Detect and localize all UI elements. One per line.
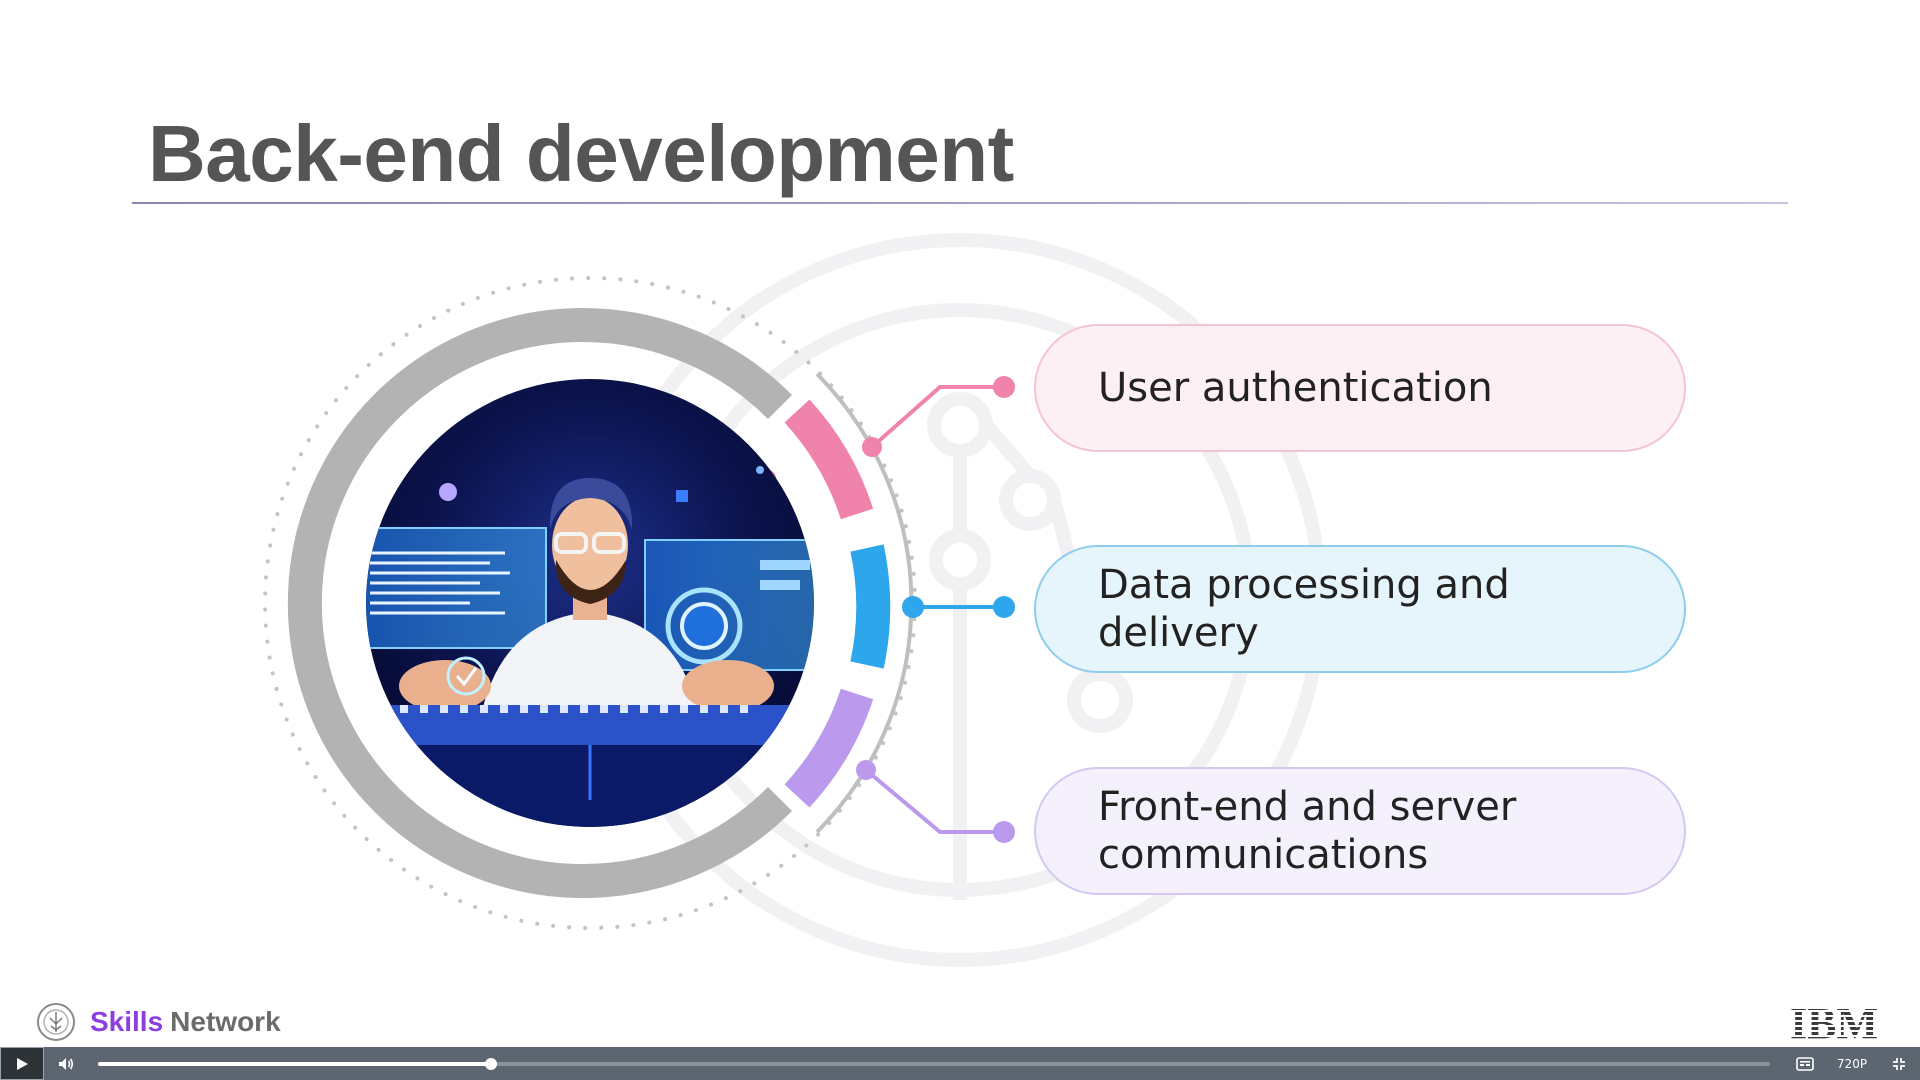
ibm-logo-text: IBM bbox=[1790, 1002, 1878, 1042]
item-user-authentication: User authentication bbox=[1034, 324, 1686, 452]
quality-selector[interactable]: 720P bbox=[1836, 1056, 1868, 1071]
developer-illustration bbox=[366, 379, 814, 827]
item-label: User authentication bbox=[1098, 365, 1493, 411]
segment-data bbox=[850, 544, 891, 669]
play-icon bbox=[17, 1057, 28, 1070]
connector-data bbox=[902, 596, 1015, 618]
progress-handle[interactable] bbox=[484, 1057, 497, 1070]
item-label: Front-end and server communications bbox=[1098, 784, 1517, 878]
progress-fill bbox=[98, 1061, 491, 1066]
item-data-processing: Data processing and delivery bbox=[1034, 545, 1686, 673]
ibm-logo: IBM bbox=[1790, 1002, 1878, 1042]
brand-skills: Skills bbox=[90, 1006, 164, 1037]
captions-icon bbox=[1796, 1056, 1814, 1071]
segment-auth bbox=[784, 399, 874, 520]
skills-network-logo-icon bbox=[37, 1003, 75, 1041]
item-label: Data processing and delivery bbox=[1098, 562, 1510, 656]
brand-network: Network bbox=[170, 1006, 281, 1037]
video-player-controls: 720P bbox=[0, 1047, 1920, 1080]
fullscreen-button[interactable] bbox=[1882, 1047, 1916, 1080]
volume-button[interactable] bbox=[44, 1047, 88, 1080]
exit-fullscreen-icon bbox=[1893, 1057, 1905, 1070]
slide-title: Back-end development bbox=[148, 109, 1014, 198]
progress-bar[interactable] bbox=[98, 1057, 1770, 1070]
title-underline bbox=[132, 202, 1788, 204]
item-frontend-server-communications: Front-end and server communications bbox=[1034, 767, 1686, 895]
play-button[interactable] bbox=[0, 1047, 44, 1080]
connector-comm bbox=[856, 760, 1015, 843]
volume-icon bbox=[59, 1057, 74, 1070]
captions-button[interactable] bbox=[1788, 1047, 1822, 1080]
segment-comm bbox=[784, 688, 874, 808]
slide: Back-end development bbox=[36, 109, 1878, 1046]
grey-ring bbox=[287, 308, 793, 898]
skills-network-brand: Skills Network bbox=[36, 998, 281, 1046]
